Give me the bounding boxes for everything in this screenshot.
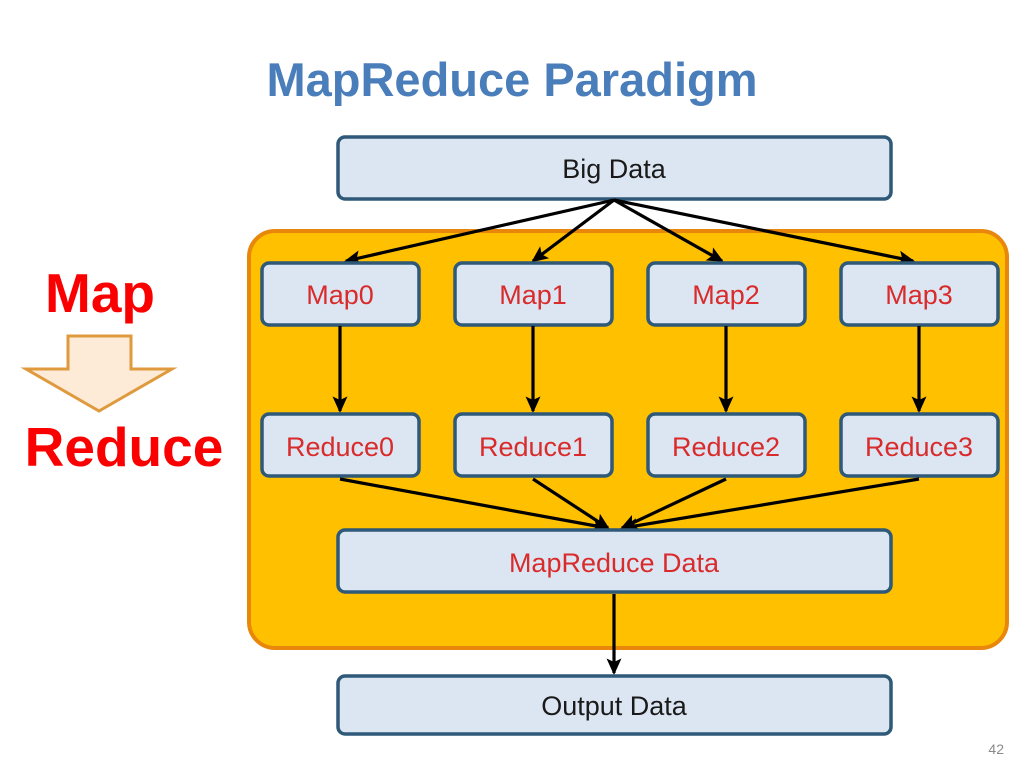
flow-bigdata-to-map2 — [613, 198, 724, 263]
node-reduce0-rect — [260, 412, 421, 478]
node-map1[interactable]: Map1 — [453, 261, 614, 327]
node-map3[interactable]: Map3 — [839, 261, 1000, 327]
flow-bigdata-to-map0 — [343, 198, 615, 266]
node-reduce2-rect — [646, 412, 807, 478]
down-arrow-icon — [20, 334, 178, 413]
node-map2-rect — [646, 261, 807, 327]
node-map2-label: Map2 — [692, 280, 760, 310]
node-mapreduce-data[interactable]: MapReduce Data — [336, 528, 893, 594]
node-reduce2-label: Reduce2 — [672, 432, 780, 462]
node-mapreduce-data-rect — [336, 528, 893, 594]
node-reduce1-label: Reduce1 — [479, 432, 587, 462]
flow-reduce1-to-mapreduce-data — [532, 477, 610, 530]
node-big-data[interactable]: Big Data — [336, 135, 893, 201]
stage-label-map: Map — [45, 262, 155, 324]
node-map1-label: Map1 — [499, 280, 567, 310]
node-reduce1-rect — [453, 412, 614, 478]
node-reduce3[interactable]: Reduce3 — [839, 412, 1000, 478]
flow-split-arrows — [343, 198, 916, 266]
page-title: MapReduce Paradigm — [266, 53, 757, 106]
node-output-data[interactable]: Output Data — [336, 674, 893, 736]
node-output-data-rect — [336, 674, 893, 736]
node-reduce0[interactable]: Reduce0 — [260, 412, 421, 478]
flow-map-to-reduce-arrows — [332, 326, 927, 414]
flow-merge-arrows — [339, 477, 920, 534]
page-number: 42 — [988, 741, 1004, 757]
node-map3-label: Map3 — [885, 280, 953, 310]
node-map2[interactable]: Map2 — [646, 261, 807, 327]
stage-label-reduce: Reduce — [25, 416, 224, 478]
node-reduce1[interactable]: Reduce1 — [453, 412, 614, 478]
node-reduce3-label: Reduce3 — [865, 432, 973, 462]
node-map0-rect — [260, 261, 421, 327]
node-big-data-label: Big Data — [562, 154, 667, 184]
flow-bigdata-to-map1 — [531, 198, 615, 263]
node-reduce2[interactable]: Reduce2 — [646, 412, 807, 478]
node-map0-label: Map0 — [306, 280, 374, 310]
node-reduce0-label: Reduce0 — [286, 432, 394, 462]
flow-bigdata-to-map3 — [613, 198, 916, 266]
node-mapreduce-data-label: MapReduce Data — [509, 548, 720, 578]
node-output-data-label: Output Data — [541, 691, 688, 721]
node-reduce3-rect — [839, 412, 1000, 478]
flow-reduce2-to-mapreduce-data — [620, 477, 727, 530]
node-map1-rect — [453, 261, 614, 327]
node-map0[interactable]: Map0 — [260, 261, 421, 327]
flow-reduce3-to-mapreduce-data — [620, 477, 920, 534]
flow-reduce0-to-mapreduce-data — [339, 477, 610, 533]
node-map3-rect — [839, 261, 1000, 327]
